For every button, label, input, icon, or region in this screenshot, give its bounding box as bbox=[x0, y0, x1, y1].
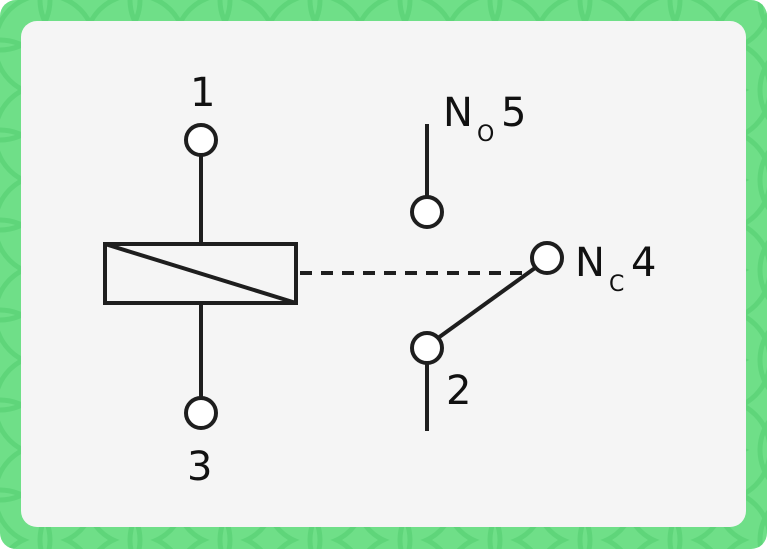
label-nc-n: N bbox=[575, 240, 605, 286]
terminal-1 bbox=[184, 123, 218, 157]
terminal-4 bbox=[530, 241, 564, 275]
terminal-3 bbox=[184, 396, 218, 430]
label-nc-sub: C bbox=[609, 272, 624, 297]
diagram-panel bbox=[21, 21, 746, 527]
label-2: 2 bbox=[446, 368, 471, 414]
terminal-5 bbox=[410, 195, 444, 229]
label-no-sub: O bbox=[477, 122, 494, 147]
label-1: 1 bbox=[190, 70, 215, 116]
coil-box bbox=[103, 242, 298, 305]
terminal-2 bbox=[410, 331, 444, 365]
label-3: 3 bbox=[187, 444, 212, 490]
switch-arm bbox=[436, 266, 537, 340]
coil-diagonal bbox=[104, 242, 297, 305]
label-no-5: 5 bbox=[501, 90, 526, 136]
label-nc-4: 4 bbox=[631, 240, 656, 286]
label-no-n: N bbox=[443, 90, 473, 136]
